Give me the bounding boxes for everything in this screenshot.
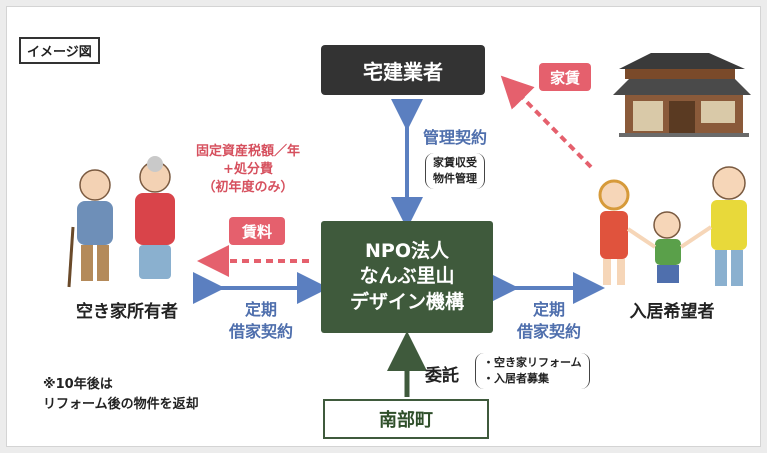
lease-tenant-label: 定期 借家契約: [499, 299, 599, 342]
return-note: ※10年後は リフォーム後の物件を返却: [43, 375, 199, 414]
owner-label: 空き家所有者: [76, 302, 178, 322]
entrust-detail-2: ・入居者募集: [483, 371, 549, 385]
npo-node: NPO法人 なんぶ里山 デザイン機構: [321, 221, 493, 333]
entrust-details: ・空き家リフォーム ・入居者募集: [475, 353, 590, 389]
image-label: イメージ図: [19, 37, 100, 64]
lease-owner-label: 定期 借家契約: [211, 299, 311, 342]
management-label: 管理契約: [423, 128, 488, 147]
arrows-layer: [67, 53, 751, 397]
owner-costs: 固定資産税額／年 +処分費 （初年度のみ）: [163, 143, 333, 198]
lease-owner-line-2: 借家契約: [228, 321, 293, 341]
lease-owner-line-1: 定期: [244, 300, 277, 319]
tenant-family-illustration: [598, 166, 747, 286]
town-node: 南部町: [323, 399, 489, 439]
owner-cost-line-2: +処分費: [223, 162, 273, 178]
entrust-detail-1: ・空き家リフォーム: [483, 356, 582, 369]
takken-node: 宅建業者: [321, 45, 485, 95]
rent-flow-arrow: [500, 75, 593, 169]
entrust-label: 委託: [425, 366, 459, 386]
owner-couple-illustration: [67, 156, 175, 288]
tenant-label: 入居希望者: [629, 302, 715, 322]
owner-cost-line-3: （初年度のみ）: [202, 180, 294, 196]
lease-tenant-line-1: 定期: [532, 300, 565, 319]
diagram-canvas: イメージ図 宅建業者 家賃 管理契約 家賃収受 物件管理 固定資産税額／年 +処…: [6, 6, 761, 447]
rent-chip: 家賃: [539, 63, 591, 91]
management-details: 家賃収受 物件管理: [425, 153, 485, 189]
management-detail-2: 物件管理: [433, 171, 477, 185]
fee-chip: 賃料: [229, 217, 285, 245]
lease-tenant-line-2: 借家契約: [516, 321, 581, 341]
return-note-line-1: ※10年後は: [43, 377, 113, 392]
management-detail-1: 家賃収受: [433, 156, 477, 169]
return-note-line-2: リフォーム後の物件を返却: [43, 396, 199, 412]
owner-cost-line-1: 固定資産税額／年: [195, 144, 300, 159]
house-illustration: [613, 53, 751, 137]
